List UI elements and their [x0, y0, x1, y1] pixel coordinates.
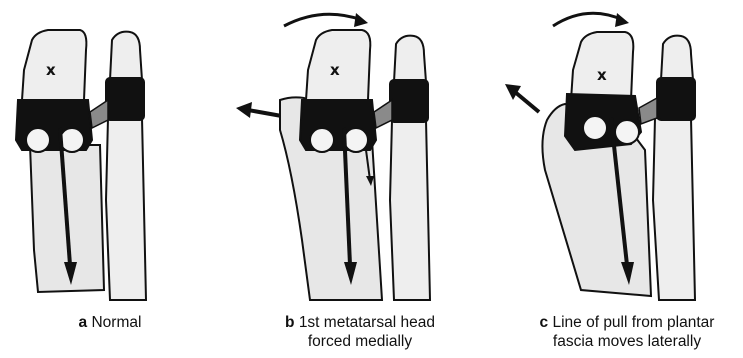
tendon-strip: [374, 100, 392, 128]
caption-a: a Normal: [40, 313, 180, 332]
sesamoid-right: [615, 120, 639, 144]
rotation-arrowhead: [615, 13, 629, 27]
medial-push-arrow: [515, 92, 539, 112]
second-ray-joint: [657, 78, 695, 120]
second-ray-top: [661, 36, 693, 80]
caption-b-line2: forced medially: [255, 332, 465, 351]
caption-b-letter: b: [285, 314, 294, 331]
sesamoid-left: [310, 128, 334, 152]
medial-push-arrowhead: [236, 102, 252, 118]
second-ray-top: [394, 36, 426, 82]
panel-a-illustration: x: [0, 0, 248, 305]
caption-a-line1: Normal: [91, 314, 141, 331]
joint-label-x: x: [597, 66, 607, 84]
rotation-arrow: [284, 14, 362, 26]
caption-b: b 1st metatarsal head forced medially: [255, 313, 465, 351]
caption-c-line1: Line of pull from plantar: [552, 314, 714, 331]
sesamoid-right: [60, 128, 84, 152]
second-metatarsal: [106, 118, 146, 300]
second-ray-joint: [106, 78, 144, 120]
second-ray-top: [110, 32, 142, 80]
caption-b-line1: 1st metatarsal head: [299, 314, 435, 331]
panel-b-illustration: x: [232, 0, 482, 305]
sesamoid-left: [26, 128, 50, 152]
rotation-arrowhead: [354, 13, 368, 27]
sesamoid-right: [344, 128, 368, 152]
joint-label-x: x: [330, 61, 340, 79]
panel-c-illustration: x: [495, 0, 743, 305]
caption-c-letter: c: [540, 314, 549, 331]
rotation-arrow: [553, 13, 623, 26]
caption-a-letter: a: [79, 314, 88, 331]
second-metatarsal: [653, 118, 695, 300]
caption-c: c Line of pull from plantar fascia moves…: [516, 313, 738, 351]
caption-c-line2: fascia moves laterally: [516, 332, 738, 351]
second-ray-joint: [390, 80, 428, 122]
joint-label-x: x: [46, 61, 56, 79]
tendon-strip: [90, 100, 108, 128]
sesamoid-left: [583, 116, 607, 140]
second-metatarsal: [390, 120, 430, 300]
